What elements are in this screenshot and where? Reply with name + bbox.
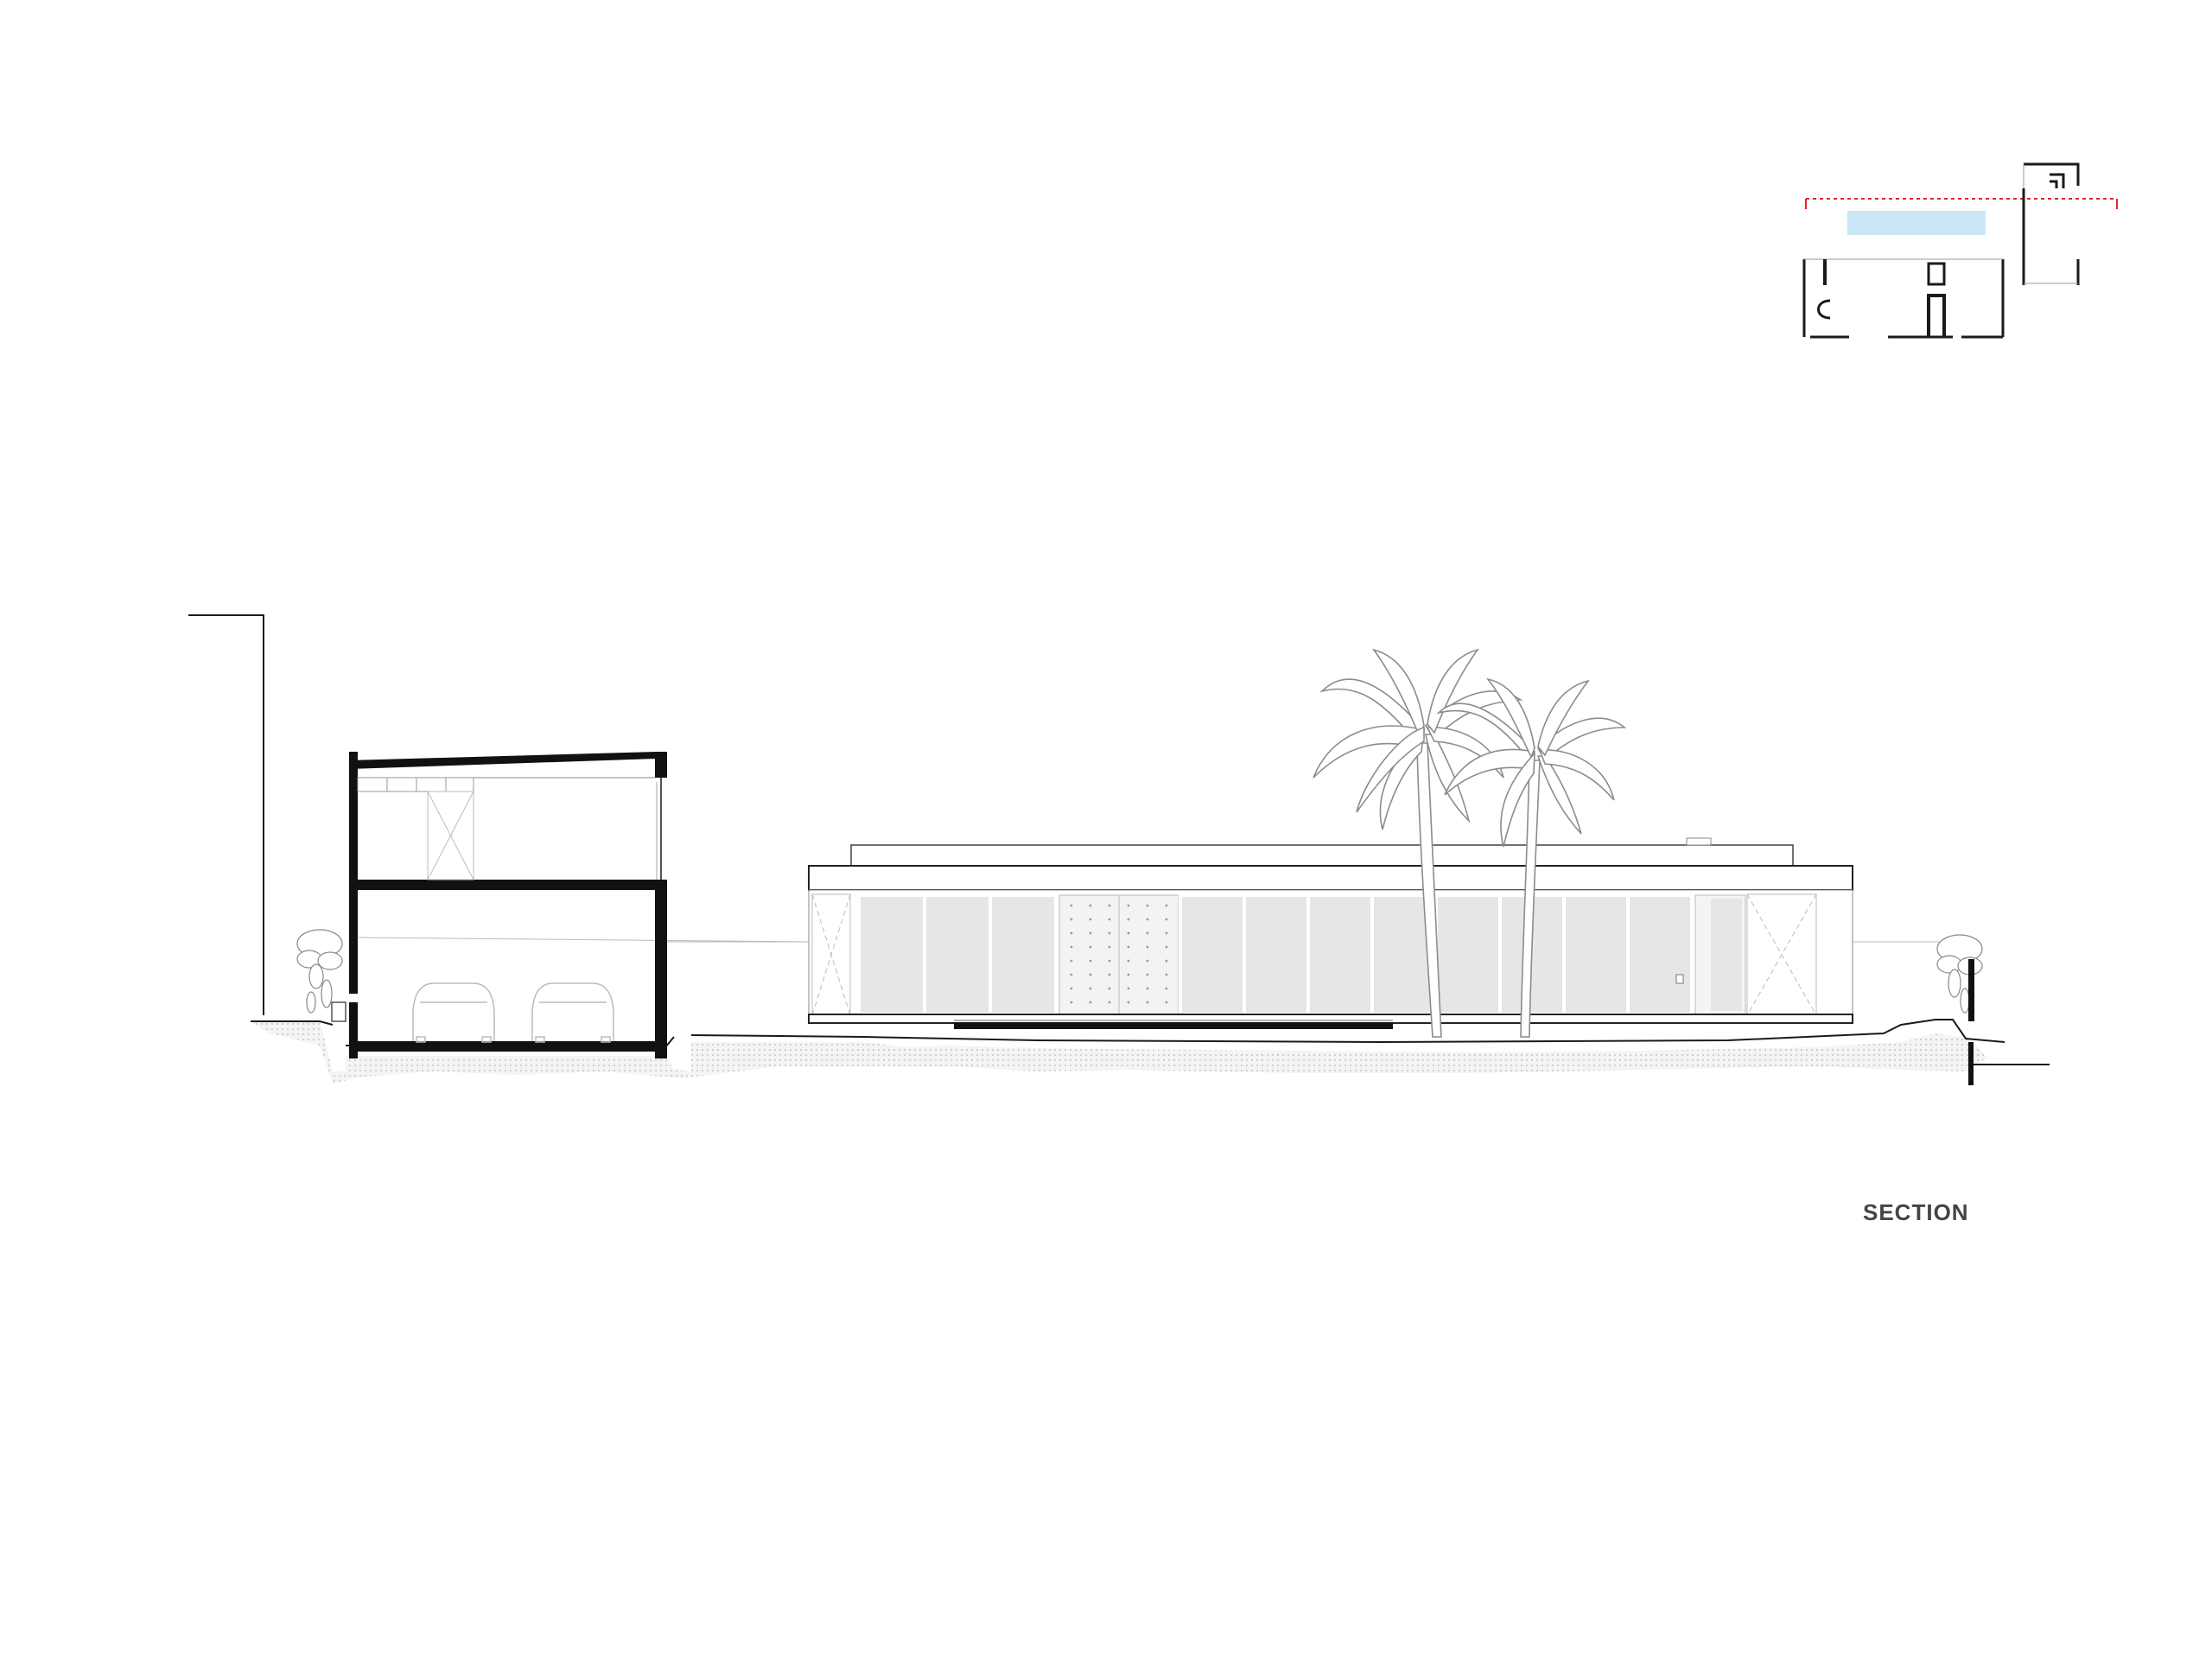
- pool-edge: [954, 1022, 1393, 1029]
- perforation-dot: [1089, 904, 1092, 907]
- garden-wall-right: [1968, 959, 1974, 1021]
- upper-door: [427, 791, 474, 880]
- perforation-dot: [1089, 931, 1092, 935]
- perforation-dot: [1108, 945, 1111, 949]
- car-right: [531, 982, 614, 1043]
- perforation-dot: [1070, 1001, 1073, 1004]
- perforation-dot: [1165, 1001, 1168, 1004]
- garage-floor-slab: [349, 1041, 667, 1052]
- perforation-dot: [1146, 973, 1149, 976]
- perforation-dot: [1089, 987, 1092, 990]
- plan-wall-upper-thin: [2023, 164, 2078, 284]
- perforation-dot: [1108, 959, 1111, 963]
- perforation-dot: [1089, 959, 1092, 963]
- roof-fascia: [808, 865, 1853, 891]
- perforation-dot: [1089, 918, 1092, 921]
- car-left: [412, 982, 495, 1043]
- clerestory: [357, 777, 474, 792]
- perforation-dot: [1108, 1001, 1111, 1004]
- neighbor-building-outline: [188, 614, 264, 1015]
- shrub-left: [296, 929, 343, 1014]
- shrub-right: [1936, 934, 1983, 1014]
- perforation-dot: [1165, 959, 1168, 963]
- main-house-elevation: [667, 837, 1953, 1029]
- perforation-dot: [1108, 904, 1111, 907]
- perforation-dot: [1070, 918, 1073, 921]
- perforation-dot: [1165, 931, 1168, 935]
- perforation-dot: [1089, 945, 1092, 949]
- ground-hatch: [251, 1021, 1987, 1084]
- roof-vent: [1686, 837, 1712, 846]
- plan-curve: [1817, 299, 1831, 320]
- interior-line: [353, 937, 813, 943]
- perforated-panel: [1058, 894, 1179, 1015]
- perforation-dot: [1089, 973, 1092, 976]
- retaining-wall-right: [1968, 1042, 1974, 1085]
- perforation-dot: [1070, 904, 1073, 907]
- perforation-dot: [1146, 987, 1149, 990]
- plan-wall-lower: [1802, 259, 2005, 339]
- glazing-left: [857, 893, 1058, 1016]
- perforation-dot: [1146, 931, 1149, 935]
- perforation-dot: [1127, 931, 1130, 935]
- perforation-dot: [1108, 931, 1111, 935]
- perforation-dot: [1165, 987, 1168, 990]
- perforation-dot: [1165, 973, 1168, 976]
- perforation-dot: [1127, 1001, 1130, 1004]
- key-plan: [1802, 162, 2118, 339]
- garage-mid-slab: [349, 880, 667, 890]
- plan-core-u: [1927, 294, 1946, 337]
- perforation-dot: [1070, 973, 1073, 976]
- perforation-dot: [1146, 959, 1149, 963]
- roof-parapet: [850, 844, 1794, 867]
- perforation-dot: [1127, 918, 1130, 921]
- pool-plan: [1847, 211, 1986, 235]
- floor-slab: [808, 1014, 1853, 1024]
- perforation-dot: [1070, 945, 1073, 949]
- garage-wall-right-lower: [655, 881, 667, 1058]
- perforation-dot: [1089, 1001, 1092, 1004]
- perforation-dot: [1165, 918, 1168, 921]
- perforation-dots: [1070, 904, 1168, 1004]
- garage-wall-left-lower: [349, 1002, 358, 1058]
- perforation-dot: [1070, 987, 1073, 990]
- perforation-dot: [1165, 945, 1168, 949]
- service-door-glass: [1711, 899, 1742, 1011]
- drawing-title: SECTION: [1863, 1199, 1969, 1225]
- perforation-dot: [1127, 987, 1130, 990]
- perforation-dot: [1127, 959, 1130, 963]
- perforation-dot: [1127, 904, 1130, 907]
- door-handle: [1675, 974, 1684, 984]
- planter-left: [331, 1001, 346, 1022]
- garage-building-section: [296, 752, 813, 1058]
- plan-core-block: [1927, 262, 1946, 286]
- perforation-dot: [1146, 918, 1149, 921]
- perforation-dot: [1070, 959, 1073, 963]
- plan-wall-upper: [2022, 162, 2080, 285]
- perforation-dot: [1070, 931, 1073, 935]
- garage-wall-right-upper: [655, 752, 667, 778]
- palm-tree-right: [1436, 677, 1627, 1038]
- perforation-dot: [1146, 945, 1149, 949]
- perforation-dot: [1127, 973, 1130, 976]
- perforation-dot: [1108, 987, 1111, 990]
- perforation-dot: [1146, 1001, 1149, 1004]
- perforation-dot: [1165, 904, 1168, 907]
- perforation-dot: [1108, 918, 1111, 921]
- garage-roof-slab: [349, 752, 657, 769]
- garage-wall-left-upper: [349, 752, 358, 994]
- perforation-dot: [1146, 904, 1149, 907]
- perforation-dot: [1108, 973, 1111, 976]
- perforation-dot: [1127, 945, 1130, 949]
- plan-stair: [2050, 173, 2065, 188]
